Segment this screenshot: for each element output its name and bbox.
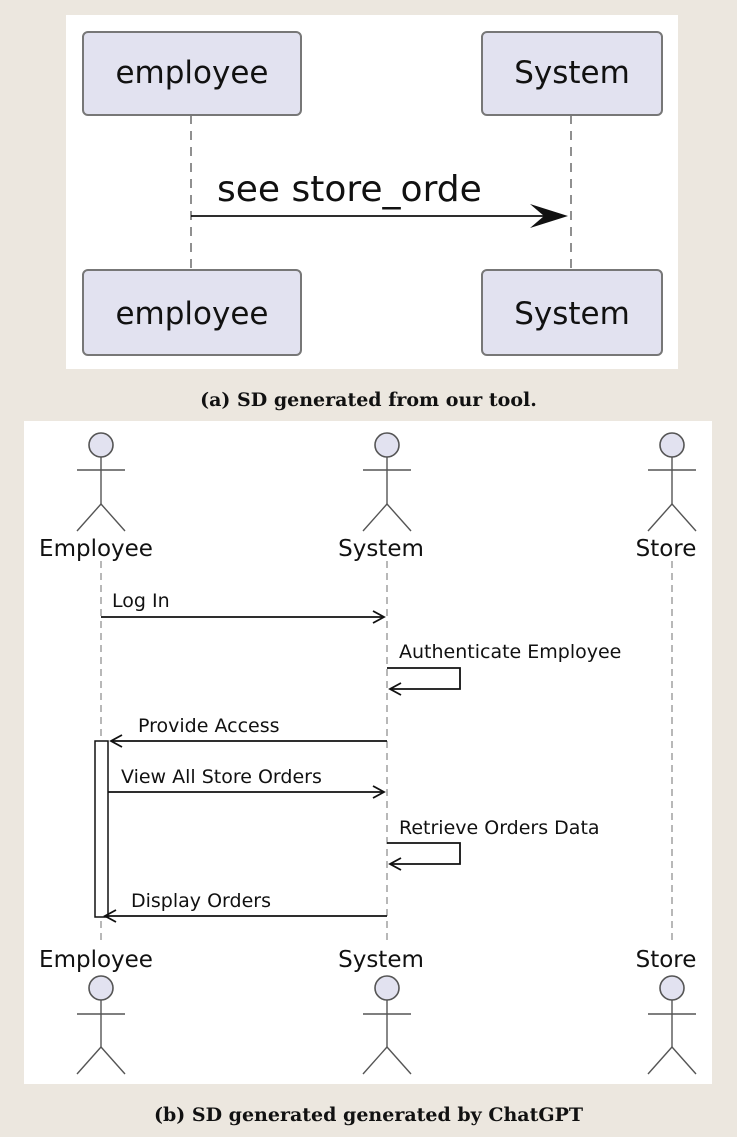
participant-label-system-top: System [514,55,630,91]
figure-b-caption: (b) SD generated generated by ChatGPT [153,1104,584,1126]
message-label-authenticate-employee: Authenticate Employee [399,641,621,663]
actor-store-top [647,432,697,532]
actor-label-employee-bottom: Employee [39,947,153,973]
participant-label-employee-bottom: employee [115,296,268,332]
actor-head-icon [659,975,685,1001]
activation-bar [94,740,109,918]
figure-a-caption: (a) SD generated from our tool. [200,389,537,411]
participant-box-employee-top [82,31,302,116]
actor-label-system-top: System [338,536,424,562]
diagram-a-panel: employee System see store_orde employee … [66,15,678,369]
message-label-view-all-store-orders: View All Store Orders [121,766,322,788]
arrowhead-icon [388,857,402,871]
participant-label-system-bottom: System [514,296,630,332]
arrowhead-icon [388,682,402,696]
diagram-b-panel: Employee System Store Log In Authenticat… [24,421,712,1084]
actor-head-icon [374,975,400,1001]
participant-box-system-top [481,31,663,116]
actor-leg-left [362,1046,388,1075]
actor-system-bottom [362,975,412,1075]
message-label-retrieve-orders-data: Retrieve Orders Data [399,817,600,839]
diagram-b: Employee System Store Log In Authenticat… [39,432,697,1075]
message-label-provide-access: Provide Access [138,715,280,737]
actor-head-icon [659,432,685,458]
actor-leg-left [76,1046,102,1075]
actor-label-system-bottom: System [338,947,424,973]
actor-leg-left [76,503,102,532]
message-label-log-in: Log In [112,590,170,612]
actor-leg-right [100,1046,126,1075]
self-message-arrow-retrieve [387,842,461,865]
message-label-display-orders: Display Orders [131,890,271,912]
actor-store-bottom [647,975,697,1075]
actor-head-icon [88,975,114,1001]
actor-employee-bottom [76,975,126,1075]
participant-box-employee-bottom [82,269,302,356]
actor-leg-left [647,503,673,532]
actor-leg-left [362,503,388,532]
actor-leg-left [647,1046,673,1075]
arrowhead-icon [372,785,386,799]
actor-head-icon [88,432,114,458]
actor-head-icon [374,432,400,458]
arrowhead-icon [109,734,123,748]
actor-leg-right [671,503,697,532]
actor-leg-right [671,1046,697,1075]
actor-system-top [362,432,412,532]
participant-box-system-bottom [481,269,663,356]
participant-label-employee-top: employee [115,55,268,91]
arrowhead-icon [103,909,117,923]
actor-leg-right [386,503,412,532]
arrowhead-icon [372,610,386,624]
actor-label-store-bottom: Store [636,947,697,973]
actor-leg-right [100,503,126,532]
diagram-a: employee System see store_orde employee … [82,31,663,356]
arrowhead-icon [530,204,568,228]
self-message-arrow-authenticate [387,667,461,690]
actor-label-store-top: Store [636,536,697,562]
actor-employee-top [76,432,126,532]
actor-leg-right [386,1046,412,1075]
actor-label-employee-top: Employee [39,536,153,562]
message-label-see-store-orders: see store_orde [217,169,482,210]
